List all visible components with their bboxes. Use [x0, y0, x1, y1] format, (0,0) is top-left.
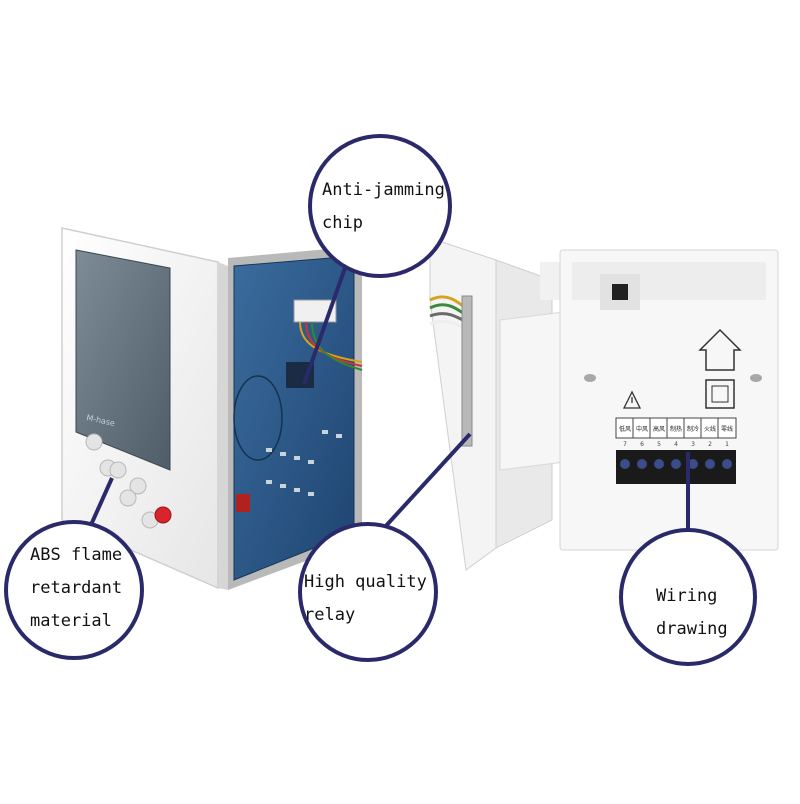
callout-abs-text: ABS flame retardant material — [30, 539, 122, 638]
panel-button — [109, 461, 127, 479]
relay-bracket — [461, 295, 473, 447]
terminal-label: 低风 — [619, 425, 631, 433]
terminal-number: 5 — [657, 441, 661, 448]
terminal-label: 高风 — [653, 425, 665, 433]
callout-relay-text: High quality relay — [304, 566, 427, 632]
callout-relay-ring — [298, 522, 438, 662]
side-module — [429, 237, 582, 571]
callout-line: relay — [304, 605, 356, 625]
callout-line: chip — [322, 213, 363, 233]
house-icon — [698, 328, 742, 371]
lcd-screen — [75, 249, 171, 471]
callout-abs-ring — [4, 520, 144, 660]
terminal-number: 1 — [725, 441, 729, 448]
callout-line: Anti-jamming — [322, 180, 445, 200]
callout-wiring-text: Wiring drawing — [656, 580, 728, 646]
connector-block — [293, 299, 337, 323]
pcb-board — [228, 246, 363, 590]
terminal-label: 制冷 — [687, 425, 699, 433]
callout-wiring-ring — [619, 528, 757, 666]
panel-button — [129, 477, 147, 495]
callout-line: retardant — [30, 578, 123, 598]
terminal-label-strip — [615, 417, 737, 439]
terminal-label: 火线 — [704, 425, 716, 433]
terminal-number: 2 — [708, 441, 712, 448]
callout-line: drawing — [656, 619, 728, 639]
callout-chip-text: Anti-jamming chip — [322, 174, 445, 240]
terminal-number: 3 — [691, 441, 695, 448]
callout-line: material — [30, 611, 112, 631]
terminal-label: 零线 — [721, 425, 733, 433]
square-icon — [705, 379, 735, 409]
terminal-number: 7 — [623, 441, 627, 448]
red-led — [236, 494, 250, 512]
callout-chip-ring — [308, 134, 452, 278]
terminal-label: 制热 — [670, 425, 682, 433]
callout-rings — [4, 134, 757, 666]
callout-line: High quality — [304, 572, 427, 592]
callout-line: ABS flame — [30, 545, 123, 565]
panel-button — [119, 489, 137, 507]
terminal-number: 4 — [674, 441, 678, 448]
terminal-label: 中风 — [636, 425, 648, 433]
panel-button — [85, 433, 103, 451]
back-plate: 低风 中风 高风 制热 制冷 火线 零线 7 6 5 4 3 2 1 — [559, 249, 779, 551]
power-button — [154, 506, 172, 524]
callout-line: Wiring — [656, 586, 718, 606]
warning-icon — [622, 390, 642, 409]
terminal-number: 6 — [640, 441, 644, 448]
